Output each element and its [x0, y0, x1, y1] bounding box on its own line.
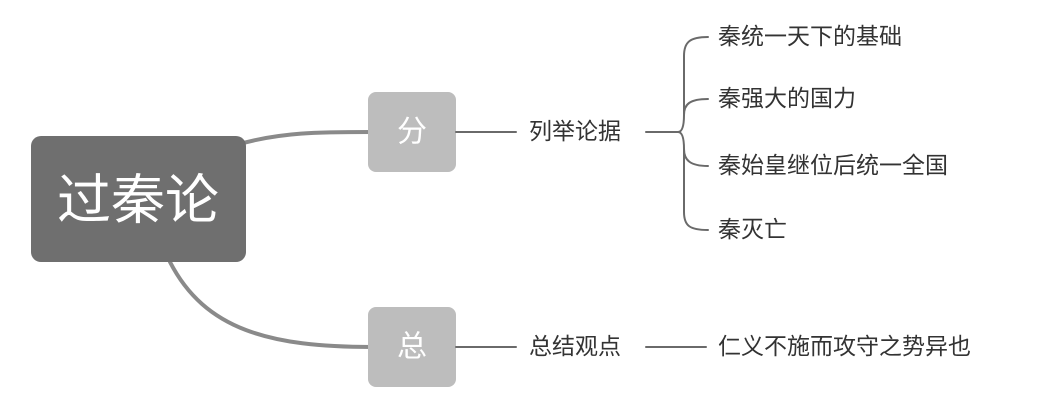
conclusion-point: 仁义不施而攻守之势异也	[718, 334, 971, 360]
connector-root-to-zong	[168, 260, 374, 349]
point-1: 秦统一天下的基础	[718, 24, 902, 50]
root-node	[31, 136, 246, 262]
bracket-tick-2	[683, 98, 709, 116]
connector-root-to-fen	[234, 130, 374, 147]
point-2: 秦强大的国力	[718, 86, 856, 112]
root-label: 过秦论	[57, 169, 219, 232]
bracket-tick-3	[683, 148, 709, 167]
branch-label-fen: 分	[397, 115, 427, 150]
topic-evidence: 列举论据	[529, 119, 621, 145]
bracket-points	[677, 36, 709, 231]
branch-node-zong	[368, 307, 456, 387]
point-4: 秦灭亡	[718, 217, 787, 243]
topic-conclusion: 总结观点	[529, 334, 621, 360]
point-3: 秦始皇继位后统一全国	[718, 153, 948, 179]
branch-node-fen	[368, 92, 456, 172]
branch-label-zong: 总	[397, 330, 427, 365]
